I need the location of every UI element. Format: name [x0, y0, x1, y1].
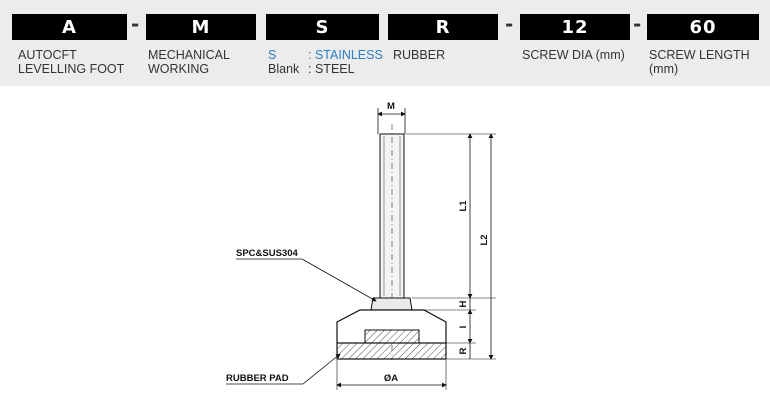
desc-material: S: STAINLESS Blank: STEEL: [268, 48, 383, 76]
label-material: SPC&SUS304: [236, 248, 298, 259]
label-i: I: [458, 326, 469, 329]
separator-dash: -: [633, 12, 642, 36]
code-box-screw-dia: 12: [520, 14, 630, 40]
desc-mechanical: MECHANICAL WORKING: [148, 48, 230, 76]
desc-autocft: AUTOCFT LEVELLING FOOT: [18, 48, 125, 76]
label-h: H: [458, 300, 469, 307]
material-callout: SPC&SUS304: [236, 248, 377, 302]
dimension-oa: ØA: [336, 360, 447, 390]
desc-screw-dia: SCREW DIA (mm): [522, 48, 625, 62]
screw: [379, 124, 405, 360]
part-code-header: A - M S R - 12 - 60 AUTOCFT LEVELLING FO…: [0, 0, 770, 86]
rubber-pad: [336, 342, 447, 360]
hex-nut: [370, 297, 413, 311]
code-box-m: M: [146, 14, 256, 40]
dimension-m: M: [377, 101, 406, 134]
dimension-l2: L2: [479, 133, 494, 360]
label-r: R: [458, 347, 469, 354]
desc-screw-length: SCREW LENGTH (mm): [649, 48, 750, 76]
label-m: M: [387, 101, 395, 112]
dimension-i: I: [458, 309, 473, 344]
label-rubber-pad: RUBBER PAD: [226, 373, 289, 384]
label-oa: ØA: [384, 373, 398, 384]
dimension-l1: L1: [458, 133, 473, 299]
separator-dash: -: [131, 12, 140, 36]
dimension-h: H: [458, 298, 471, 310]
desc-rubber: RUBBER: [393, 48, 446, 62]
code-box-a: A: [12, 14, 127, 40]
code-box-r: R: [388, 14, 498, 40]
label-l2: L2: [479, 234, 490, 245]
separator-dash: -: [505, 12, 514, 36]
label-l1: L1: [458, 200, 469, 212]
code-box-screw-length: 60: [647, 14, 759, 40]
dimension-r: R: [458, 343, 471, 359]
code-box-s: S: [266, 14, 379, 40]
base-insert: [364, 329, 420, 344]
rubber-pad-callout: RUBBER PAD: [226, 353, 341, 385]
